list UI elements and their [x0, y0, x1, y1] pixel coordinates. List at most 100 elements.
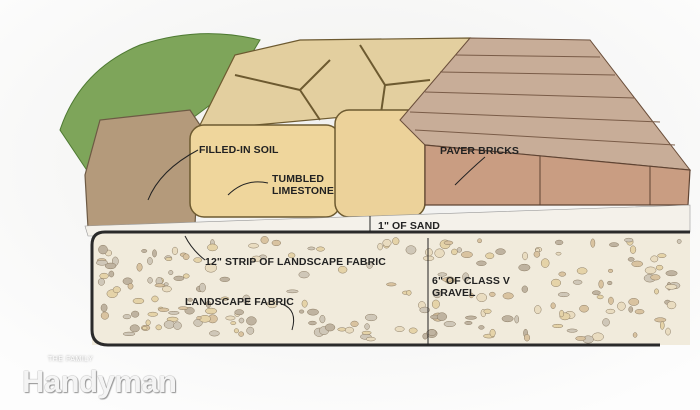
pebble: [298, 271, 310, 279]
pebble: [431, 299, 440, 309]
pebble: [462, 272, 470, 282]
pebble: [590, 238, 596, 248]
label-filled-in-soil: FILLED-IN SOIL: [199, 144, 279, 156]
pebble: [127, 283, 134, 290]
pebble: [129, 324, 140, 333]
pebble: [219, 276, 230, 282]
pebble: [271, 239, 281, 247]
pebble: [608, 296, 614, 305]
pebble: [609, 242, 619, 248]
pebble: [308, 320, 317, 326]
pebble: [598, 279, 604, 289]
pebble: [572, 279, 583, 285]
pebble: [238, 317, 245, 324]
pebble: [168, 311, 180, 315]
pebble: [382, 239, 392, 247]
pebble: [112, 286, 121, 294]
pebble: [483, 308, 492, 314]
pebble: [476, 260, 487, 266]
pebble: [434, 248, 445, 258]
pebble: [104, 262, 117, 270]
pebble: [591, 332, 604, 342]
pebble: [136, 262, 143, 272]
pebble: [173, 321, 182, 330]
label-sand: 1" OF SAND: [378, 220, 440, 232]
pebble: [617, 301, 626, 311]
pebble: [495, 248, 506, 255]
pebble: [307, 246, 316, 251]
pebble: [377, 242, 383, 251]
pebble: [676, 238, 682, 244]
pebble: [660, 321, 665, 330]
pebble: [248, 243, 259, 249]
pebble: [427, 329, 437, 336]
pebble: [98, 244, 108, 255]
pebble: [502, 292, 514, 300]
pebble: [443, 321, 456, 327]
pebble: [97, 278, 105, 286]
label-gravel-2: GRAVEL: [432, 287, 476, 299]
pebble: [489, 328, 496, 337]
pebble: [132, 297, 145, 305]
pebble: [629, 245, 637, 254]
pebble: [182, 273, 190, 279]
pebble: [555, 251, 562, 256]
pebble: [319, 314, 326, 324]
pebble: [451, 248, 458, 256]
pebble: [225, 315, 236, 321]
pebble: [365, 336, 376, 342]
pebble: [364, 323, 370, 330]
pebble: [501, 315, 514, 323]
pebble: [559, 309, 565, 318]
pebble: [100, 311, 109, 320]
pebble: [605, 308, 616, 314]
pebble: [666, 301, 677, 310]
pebble: [456, 247, 462, 253]
pebble: [386, 282, 397, 287]
pebble: [657, 253, 667, 258]
pebble: [489, 291, 496, 297]
pebble: [171, 246, 179, 255]
pebble: [485, 252, 495, 260]
pebble: [650, 255, 659, 263]
pebble: [163, 320, 175, 329]
pebble: [408, 327, 418, 334]
pebble: [366, 261, 373, 269]
pebble: [406, 290, 412, 296]
pebble: [260, 236, 269, 244]
pebble: [419, 306, 431, 314]
pebble: [131, 310, 140, 318]
pebble: [266, 300, 278, 309]
pebble: [634, 309, 645, 315]
pebble: [596, 294, 604, 300]
pebble: [478, 325, 485, 330]
pebble: [364, 313, 378, 322]
pebble: [632, 332, 638, 338]
pebble: [141, 249, 148, 253]
pebble: [238, 331, 245, 337]
pebble: [251, 255, 262, 262]
pebble: [151, 295, 159, 303]
label-landscape-fabric: LANDSCAPE FABRIC: [185, 296, 294, 308]
pebble: [99, 272, 109, 280]
pebble: [441, 277, 454, 282]
pebble: [298, 309, 305, 314]
pebble: [665, 284, 678, 290]
gravel-bed: [92, 232, 690, 345]
pebble: [337, 265, 348, 274]
pebble: [628, 306, 634, 313]
pebble: [540, 258, 550, 268]
pebble: [521, 285, 528, 293]
pebble: [345, 326, 354, 334]
filled-in-soil: [84, 109, 201, 229]
pebble: [286, 289, 299, 294]
pebble: [443, 240, 454, 245]
pebble: [205, 300, 212, 308]
pebble: [122, 314, 132, 320]
pebble: [147, 257, 153, 265]
pebble: [207, 243, 218, 252]
logo: THE FAMILY Handyman: [22, 356, 192, 400]
pebble: [199, 282, 206, 293]
pebble: [550, 278, 562, 287]
gravel-pebbles: [95, 236, 682, 344]
